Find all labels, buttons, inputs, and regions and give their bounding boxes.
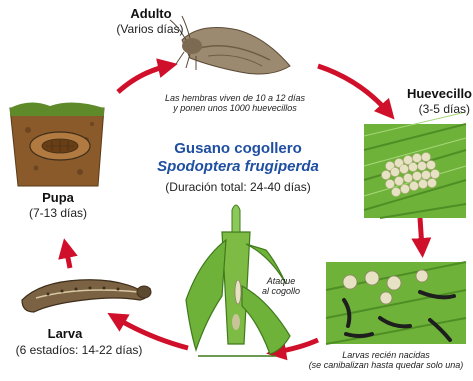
cycle-arrow-icon [318, 66, 388, 112]
larva-duration: (6 estadíos: 14-22 días) [4, 343, 154, 357]
center-title: Gusano cogollero [158, 140, 318, 157]
cycle-arrow-icon [118, 66, 168, 92]
cycle-arrow-icon [420, 218, 422, 248]
center-duration: (Duración total: 24-40 días) [148, 180, 328, 194]
pupa-duration: (7-13 días) [14, 206, 102, 220]
center-scientific-name: Spodoptera frugiperda [148, 158, 328, 175]
huevecillo-duration: (3-5 días) [398, 102, 470, 116]
adulto-title: Adulto [106, 6, 196, 21]
egg-mass-illustration [364, 112, 466, 218]
hatchling-larvae-illustration [326, 262, 466, 344]
adulto-note-line1: Las hembras viven de 10 a 12 días [150, 93, 320, 103]
pupa-soil-illustration [10, 102, 104, 186]
pupa-title: Pupa [20, 190, 96, 205]
ataque-line2: al cogollo [256, 286, 306, 296]
larva-illustration [22, 280, 151, 312]
adulto-duration: (Varios días) [100, 22, 200, 36]
larvas-nacidas-line1: Larvas recién nacidas [300, 350, 472, 360]
adulto-note-line2: y ponen unos 1000 huevecillos [150, 103, 320, 113]
cycle-arrow-icon [66, 248, 70, 268]
huevecillo-title: Huevecillo [398, 86, 472, 101]
larvas-nacidas-line2: (se canibalizan hasta quedar solo una) [300, 360, 472, 370]
ataque-line1: Ataque [256, 276, 306, 286]
larva-title: Larva [30, 326, 100, 341]
